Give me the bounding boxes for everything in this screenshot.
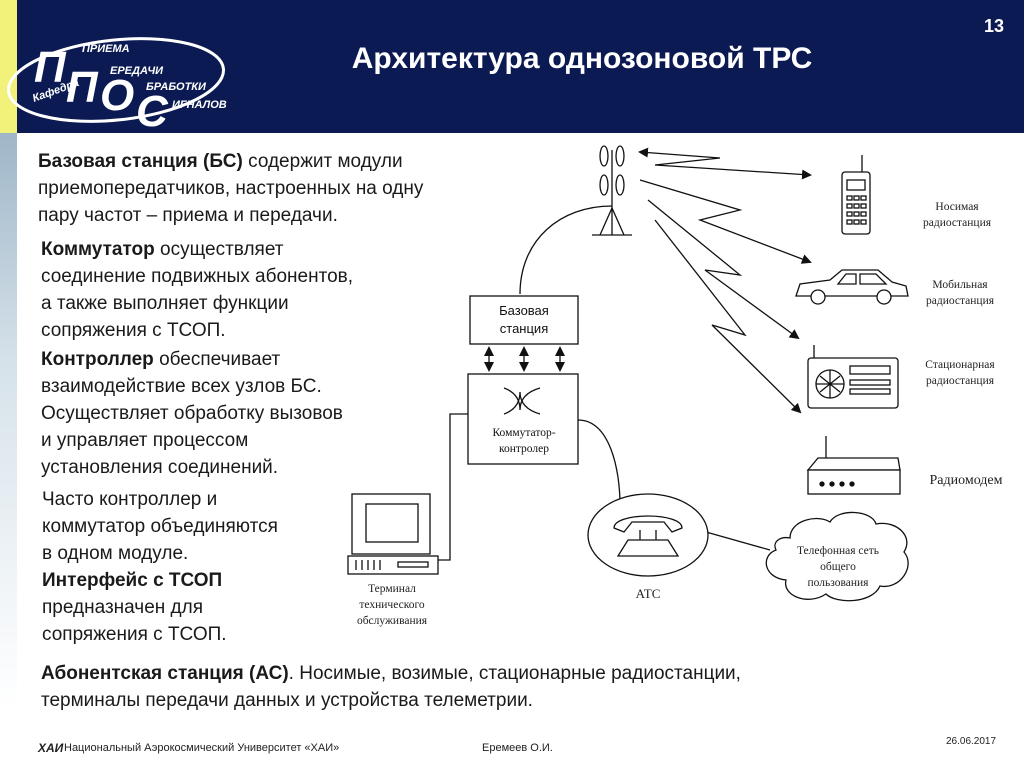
text-line: коммутатор объединяются xyxy=(42,516,278,537)
terminal-link xyxy=(436,413,468,561)
portable-radio-label-2: радиостанция xyxy=(923,217,992,229)
antenna-tower-icon xyxy=(592,145,632,236)
radio-link-stationary xyxy=(647,199,800,340)
bus-arrows xyxy=(484,346,565,372)
text-line: пару частот – приема и передачи. xyxy=(38,205,338,226)
logo-text-signalov: ИГНАЛОВ xyxy=(172,99,227,111)
text-line: а также выполняет функции xyxy=(41,293,289,314)
text-line: и управляет процессом xyxy=(41,430,249,451)
text-line: Коммутатор осуществляет xyxy=(41,236,353,263)
text-line: Базовая станция (БС) содержит модули xyxy=(38,148,423,175)
logo-text-peredachi: ЕРЕДАЧИ xyxy=(110,65,164,77)
pstn-cloud-icon xyxy=(765,511,909,602)
switch-controller-label-2: контролер xyxy=(499,443,549,455)
text-line: Контроллер обеспечивает xyxy=(41,346,343,373)
paragraph-base-station: Базовая станция (БС) содержит модули при… xyxy=(38,148,423,229)
footer-date: 26.06.2017 xyxy=(946,736,997,747)
text-line: взаимодействие всех узлов БС. xyxy=(41,376,322,397)
base-station-box xyxy=(469,295,579,345)
terminal-label-1: Терминал xyxy=(368,583,416,595)
footer-university: Национальный Аэрокосмический Университет… xyxy=(64,742,340,754)
term-switch: Коммутатор xyxy=(41,239,155,260)
left-gradient-band xyxy=(0,133,17,708)
text-line: предназначен для xyxy=(42,597,203,618)
radio-modem-label: Радиомодем xyxy=(929,473,1002,488)
car-icon xyxy=(795,269,909,305)
portable-radio-icon xyxy=(841,155,871,235)
logo-text-obrabotki: БРАБОТКИ xyxy=(146,81,207,93)
text-line: Осуществляет обработку вызовов xyxy=(41,403,343,424)
text-line: установления соединений. xyxy=(41,457,279,478)
text-line: приемопередатчиков, настроенных на одну xyxy=(38,178,424,199)
logo-letter-p1: П xyxy=(34,43,67,92)
slide-number: 13 xyxy=(983,16,1004,36)
term-base-station: Базовая станция (БС) xyxy=(38,151,243,172)
pstn-label-1: Телефонная сеть xyxy=(797,545,879,557)
text-line: терминалы передачи данных и устройства т… xyxy=(41,690,533,711)
department-logo: П П О С ПРИЕМА ЕРЕДАЧИ БРАБОТКИ Кафедра … xyxy=(7,37,227,133)
logo-text-priema: ПРИЕМА xyxy=(82,43,130,55)
ats-label: АТС xyxy=(636,586,661,601)
text-line: Абонентская станция (АС). Носимые, возим… xyxy=(41,660,741,687)
text-line: соединение подвижных абонентов, xyxy=(41,266,354,287)
radio-modem-icon xyxy=(806,436,901,495)
text-fragment: . Носимые, возимые, стационарные радиост… xyxy=(288,663,741,684)
pstn-link xyxy=(705,531,771,551)
maintenance-terminal-icon xyxy=(347,493,439,575)
switch-controller-box xyxy=(467,373,579,465)
logo-letter-p2: П xyxy=(66,63,99,112)
paragraph-subscriber-station: Абонентская станция (АС). Носимые, возим… xyxy=(41,660,741,714)
text-line: сопряжения с ТСОП. xyxy=(42,624,227,645)
slide-title: Архитектура однозоновой ТРС xyxy=(351,42,813,75)
ats-link xyxy=(577,419,621,506)
mobile-radio-label-2: радиостанция xyxy=(926,295,995,307)
term-subscriber-station: Абонентская станция (АС) xyxy=(41,663,289,684)
switch-symbol-icon xyxy=(503,387,541,415)
paragraph-controller: Контроллер обеспечивает взаимодействие в… xyxy=(41,346,343,481)
paragraph-combined: Часто контроллер и коммутатор объединяют… xyxy=(42,486,278,567)
text-fragment: обеспечивает xyxy=(153,349,281,370)
logo-letter-o: О xyxy=(100,71,134,120)
logo-letter-s: С xyxy=(136,87,169,133)
radio-link-mobile xyxy=(639,179,812,264)
terminal-label-2: технического xyxy=(359,599,424,611)
pstn-label-2: общего xyxy=(820,561,856,573)
paragraph-switch: Коммутатор осуществляет соединение подви… xyxy=(41,236,353,344)
terminal-label-3: обслуживания xyxy=(357,615,428,627)
tower-feed-line xyxy=(519,205,613,295)
base-station-label-1: Базовая xyxy=(499,303,549,318)
text-line: Часто контроллер и xyxy=(42,489,218,510)
mobile-radio-label-1: Мобильная xyxy=(932,279,988,291)
footer-univ-logo: ХАИ xyxy=(38,741,64,755)
stationary-radio-label-2: радиостанция xyxy=(926,375,995,387)
stationary-radio-label-1: Стационарная xyxy=(925,359,995,371)
paragraph-pstn-interface: Интерфейс с ТСОП предназначен для сопряж… xyxy=(42,567,227,648)
term-pstn-interface: Интерфейс с ТСОП xyxy=(42,570,223,591)
text-line: Интерфейс с ТСОП xyxy=(42,567,227,594)
base-station-label-2: станция xyxy=(500,321,548,336)
text-line: в одном модуле. xyxy=(42,543,189,564)
ats-telephone-icon xyxy=(587,493,709,577)
pstn-label-3: пользования xyxy=(808,577,870,589)
stationary-radio-icon xyxy=(807,345,899,409)
portable-radio-label-1: Носимая xyxy=(935,201,979,213)
switch-controller-label-1: Коммутатор- xyxy=(492,427,555,439)
text-line: сопряжения с ТСОП. xyxy=(41,320,226,341)
footer-author: Еремеев О.И. xyxy=(482,742,553,754)
radio-link-modem xyxy=(654,219,802,414)
radio-link-portable xyxy=(638,147,812,180)
text-fragment: содержит модули xyxy=(242,151,403,172)
text-fragment: осуществляет xyxy=(154,239,284,260)
term-controller: Контроллер xyxy=(41,349,154,370)
